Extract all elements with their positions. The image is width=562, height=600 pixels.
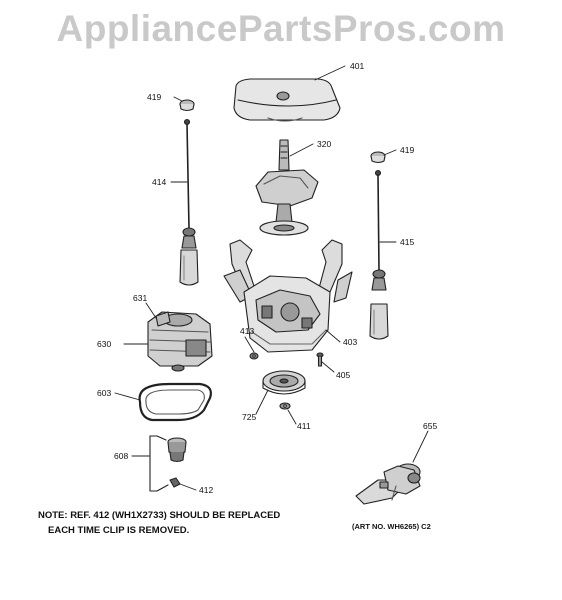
callout-405: 405 xyxy=(336,370,350,380)
callout-603: 603 xyxy=(97,388,111,398)
callout-631: 631 xyxy=(133,293,147,303)
transmission-part xyxy=(255,139,319,236)
callout-419-right: 419 xyxy=(400,145,414,155)
callout-412: 412 xyxy=(199,485,213,495)
callout-414: 414 xyxy=(152,177,166,187)
cap-right-part xyxy=(370,151,386,164)
callouts: 401 419 419 320 414 415 631 630 413 403 … xyxy=(97,61,437,495)
note-line-1: NOTE: REF. 412 (WH1X2733) SHOULD BE REPL… xyxy=(38,510,281,521)
callout-401: 401 xyxy=(350,61,364,71)
pump-part xyxy=(355,463,421,505)
callout-411: 411 xyxy=(297,421,311,431)
platform-part xyxy=(223,239,353,353)
callout-413: 413 xyxy=(240,326,254,336)
callout-630: 630 xyxy=(97,339,111,349)
callout-655: 655 xyxy=(423,421,437,431)
washer-part xyxy=(279,402,291,410)
callout-725: 725 xyxy=(242,412,256,422)
motor-pulley-part xyxy=(167,437,187,463)
clip-part xyxy=(169,477,181,488)
suspension-rod-right-part xyxy=(369,169,389,340)
callout-608: 608 xyxy=(114,451,128,461)
callout-415: 415 xyxy=(400,237,414,247)
bolt-part xyxy=(316,352,324,367)
nut-part xyxy=(249,352,259,360)
note-line-2: EACH TIME CLIP IS REMOVED. xyxy=(48,525,190,536)
watermark: AppliancePartsPros.com xyxy=(56,8,506,49)
replacement-note: NOTE: REF. 412 (WH1X2733) SHOULD BE REPL… xyxy=(38,508,280,538)
callout-419-left: 419 xyxy=(147,92,161,102)
bracket-608 xyxy=(149,435,169,492)
pulley-part xyxy=(262,370,306,395)
belt-part xyxy=(138,382,212,422)
suspension-rod-left-part xyxy=(179,118,199,286)
callout-320: 320 xyxy=(317,139,331,149)
cap-left-part xyxy=(179,99,195,112)
art-number: (ART NO. WH6265) C2 xyxy=(352,522,431,531)
callout-403: 403 xyxy=(343,337,357,347)
cover-part xyxy=(233,78,341,122)
leader-lines xyxy=(114,65,429,491)
motor-part xyxy=(147,311,213,372)
